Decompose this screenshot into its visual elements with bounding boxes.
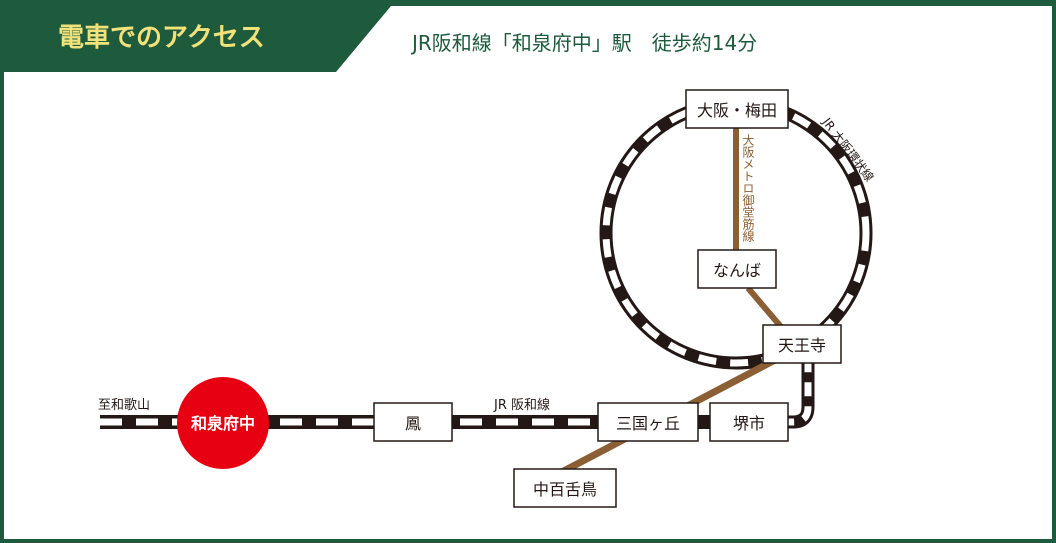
station-namba: なんば — [697, 249, 777, 289]
header-band — [0, 0, 1056, 6]
station-sakai: 堺市 — [709, 402, 789, 442]
title-tab — [0, 0, 396, 72]
station-mikunigaoka-label: 三国ヶ丘 — [616, 414, 680, 433]
wakayama-direction-label: 至和歌山 — [98, 398, 150, 413]
station-tennoji: 天王寺 — [762, 324, 842, 364]
access-subtitle: JR阪和線「和泉府中」駅 徒歩約14分 — [410, 31, 757, 55]
page-title: 電車でのアクセス — [58, 23, 265, 53]
station-izumifuchu: 和泉府中 — [177, 377, 269, 469]
station-nakamozu: 中百舌鳥 — [513, 468, 617, 508]
station-izumifuchu-label: 和泉府中 — [191, 414, 255, 433]
station-otori: 鳳 — [373, 402, 453, 442]
hanwa-branch-dash — [780, 362, 812, 426]
station-osaka-umeda: 大阪・梅田 — [685, 89, 789, 129]
station-sakai-label: 堺市 — [733, 414, 765, 433]
hanwa-line-label: JR 阪和線 — [493, 397, 550, 413]
station-otori-label: 鳳 — [405, 414, 421, 433]
station-nakamozu-label: 中百舌鳥 — [533, 480, 597, 499]
metro-line-label: 大阪メトロ御堂筋線 — [741, 134, 755, 242]
station-tennoji-label: 天王寺 — [778, 336, 826, 355]
station-mikunigaoka: 三国ヶ丘 — [597, 402, 699, 442]
station-osaka-umeda-label: 大阪・梅田 — [697, 101, 777, 120]
station-namba-label: なんば — [713, 261, 761, 280]
